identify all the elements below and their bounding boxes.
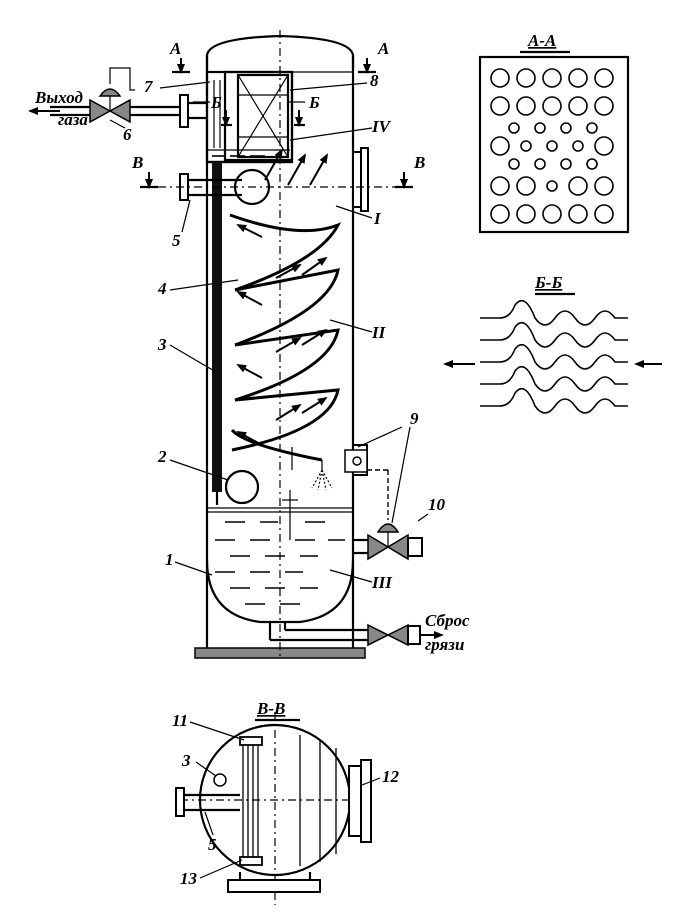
callout-IV: IV bbox=[371, 117, 392, 136]
gas-outlet-label-2: газа bbox=[58, 110, 88, 129]
manhole-flange bbox=[352, 147, 369, 212]
helical-plates bbox=[229, 213, 342, 491]
callout-2: 2 bbox=[157, 447, 167, 466]
section-bb-view bbox=[443, 292, 662, 414]
section-b-right: Б bbox=[308, 93, 320, 112]
callout-1: 1 bbox=[165, 550, 174, 569]
callout-II: II bbox=[371, 323, 387, 342]
callout-4: 4 bbox=[157, 279, 167, 298]
callout-13: 13 bbox=[180, 869, 198, 888]
sludge-label-2: грязи bbox=[425, 635, 464, 654]
level-control bbox=[344, 426, 429, 561]
callout-9: 9 bbox=[410, 409, 419, 428]
gas-outlet-nozzle bbox=[28, 67, 207, 128]
section-v-right: В bbox=[413, 153, 425, 172]
callout-6: 6 bbox=[123, 125, 132, 144]
callout-I: I bbox=[373, 209, 382, 228]
callout-5: 5 bbox=[172, 231, 181, 250]
section-aa-title: А-А bbox=[527, 31, 556, 50]
section-v-left: В bbox=[131, 153, 143, 172]
callout-III: III bbox=[371, 573, 393, 592]
section-a-left: А bbox=[169, 39, 181, 58]
callout-7: 7 bbox=[144, 77, 154, 96]
section-bb-title: Б-Б bbox=[534, 273, 562, 292]
leader-lines bbox=[109, 81, 373, 583]
section-aa-view bbox=[478, 50, 630, 234]
callout-8: 8 bbox=[370, 71, 379, 90]
section-vv-view bbox=[175, 712, 381, 905]
sludge-discharge-line bbox=[268, 622, 444, 647]
callout-vv-5: 5 bbox=[208, 835, 217, 854]
callout-vv-3: 3 bbox=[181, 751, 191, 770]
liquid-sump bbox=[207, 490, 353, 605]
sludge-label-1: Сброс bbox=[425, 611, 470, 630]
callout-12: 12 bbox=[382, 767, 400, 786]
callout-3: 3 bbox=[157, 335, 167, 354]
section-vv-title: В-В bbox=[256, 699, 285, 718]
callout-10: 10 bbox=[428, 495, 446, 514]
drain-pipe bbox=[212, 162, 260, 505]
callout-11: 11 bbox=[172, 711, 188, 730]
section-b-left: Б bbox=[210, 93, 222, 112]
gas-outlet-label-1: Выход bbox=[34, 88, 83, 107]
section-markers bbox=[140, 58, 413, 189]
section-a-right: А bbox=[377, 39, 389, 58]
flow-arrows bbox=[236, 148, 328, 446]
